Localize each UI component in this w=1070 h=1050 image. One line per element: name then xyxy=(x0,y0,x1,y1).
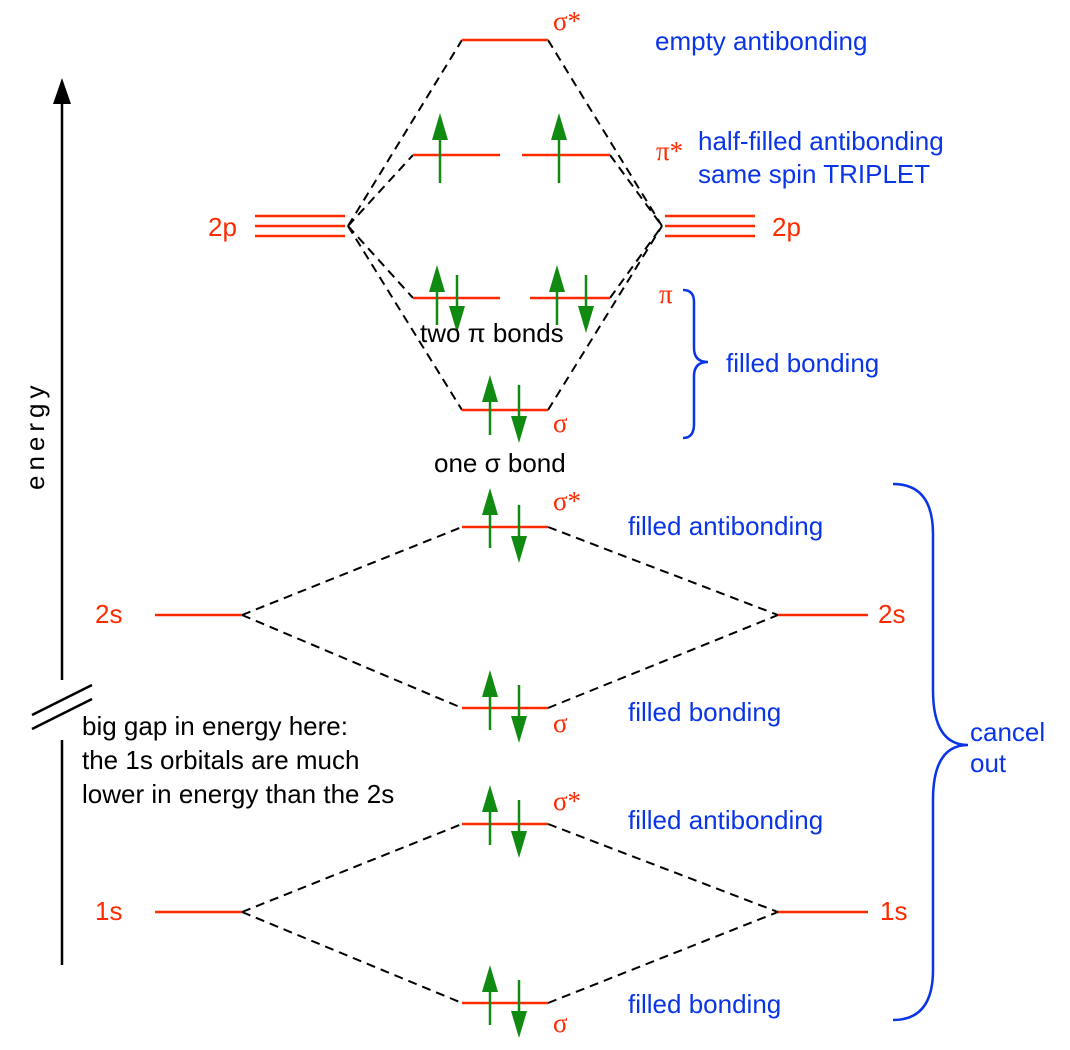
spin-down-arrow-icon xyxy=(511,685,527,743)
energy-axis-label: energy xyxy=(20,381,50,491)
label-sigma-star-1s: σ* xyxy=(553,786,581,816)
annotation-one-sigma-bond: one σ bond xyxy=(434,448,566,478)
spin-up-arrow-icon xyxy=(482,785,498,845)
annotation-filled-bonding-1s: filled bonding xyxy=(628,989,781,1019)
electrons-sigma-2s xyxy=(482,670,527,743)
spin-down-arrow-icon xyxy=(511,505,527,563)
correlation-lines xyxy=(241,39,779,1004)
axis-break-mark xyxy=(31,683,93,717)
gap-note-line1: big gap in energy here: xyxy=(82,711,348,741)
label-sigma-star-2s: σ* xyxy=(553,486,581,516)
label-2p-right: 2p xyxy=(772,212,801,242)
electrons-sigma-star-2s xyxy=(482,488,527,563)
gap-note-line2: the 1s orbitals are much xyxy=(82,745,359,775)
spin-down-arrow-icon xyxy=(511,385,527,443)
spin-up-arrow-icon xyxy=(482,375,498,435)
electrons-pi-star xyxy=(432,113,567,183)
annotation-cancel-line1: cancel xyxy=(970,717,1045,747)
label-2s-left: 2s xyxy=(95,599,122,629)
annotation-empty-antibonding: empty antibonding xyxy=(655,26,867,56)
label-2p-left: 2p xyxy=(208,212,237,242)
spin-down-arrow-icon xyxy=(578,275,594,333)
spin-up-arrow-icon xyxy=(549,265,565,325)
annotation-filled-antibonding-2s: filled antibonding xyxy=(628,511,823,541)
atomic-2p-right xyxy=(665,214,755,238)
annotation-half-filled-line2: same spin TRIPLET xyxy=(698,159,930,189)
label-sigma-2p: σ xyxy=(553,408,568,438)
energy-axis: energy xyxy=(20,78,93,965)
spin-up-arrow-icon xyxy=(429,265,445,325)
cancel-out-brace xyxy=(892,482,969,1022)
label-1s-right: 1s xyxy=(880,896,907,926)
spin-down-arrow-icon xyxy=(511,980,527,1038)
spin-up-arrow-icon xyxy=(551,113,567,183)
spin-down-arrow-icon xyxy=(511,800,527,858)
gap-note-line3: lower in energy than the 2s xyxy=(82,779,394,809)
annotation-two-pi-bonds: two π bonds xyxy=(420,318,564,348)
label-2s-right: 2s xyxy=(878,599,905,629)
axis-break-mark xyxy=(31,697,93,731)
spin-down-arrow-icon xyxy=(449,275,465,333)
label-sigma-2s: σ xyxy=(553,708,568,738)
label-1s-left: 1s xyxy=(95,896,122,926)
annotation-filled-antibonding-1s: filled antibonding xyxy=(628,805,823,835)
spin-up-arrow-icon xyxy=(482,488,498,548)
spin-up-arrow-icon xyxy=(482,965,498,1025)
spin-up-arrow-icon xyxy=(482,670,498,730)
axis-arrowhead-icon xyxy=(53,78,71,104)
electrons-sigma-star-1s xyxy=(482,785,527,858)
electrons-sigma-2p xyxy=(482,375,527,443)
filled-bonding-brace xyxy=(682,288,709,440)
spin-up-arrow-icon xyxy=(432,113,448,183)
electrons-pi xyxy=(429,265,594,333)
annotation-filled-bonding-top: filled bonding xyxy=(726,348,879,378)
label-pi-star: π* xyxy=(656,136,683,166)
annotation-half-filled-line1: half-filled antibonding xyxy=(698,126,944,156)
label-sigma-star-2p: σ* xyxy=(553,6,581,36)
annotation-filled-bonding-2s: filled bonding xyxy=(628,697,781,727)
label-sigma-1s: σ xyxy=(553,1008,568,1038)
atomic-2p-left xyxy=(255,214,345,238)
label-pi: π xyxy=(659,279,673,309)
annotation-cancel-line2: out xyxy=(970,748,1007,778)
electrons-sigma-1s xyxy=(482,965,527,1038)
